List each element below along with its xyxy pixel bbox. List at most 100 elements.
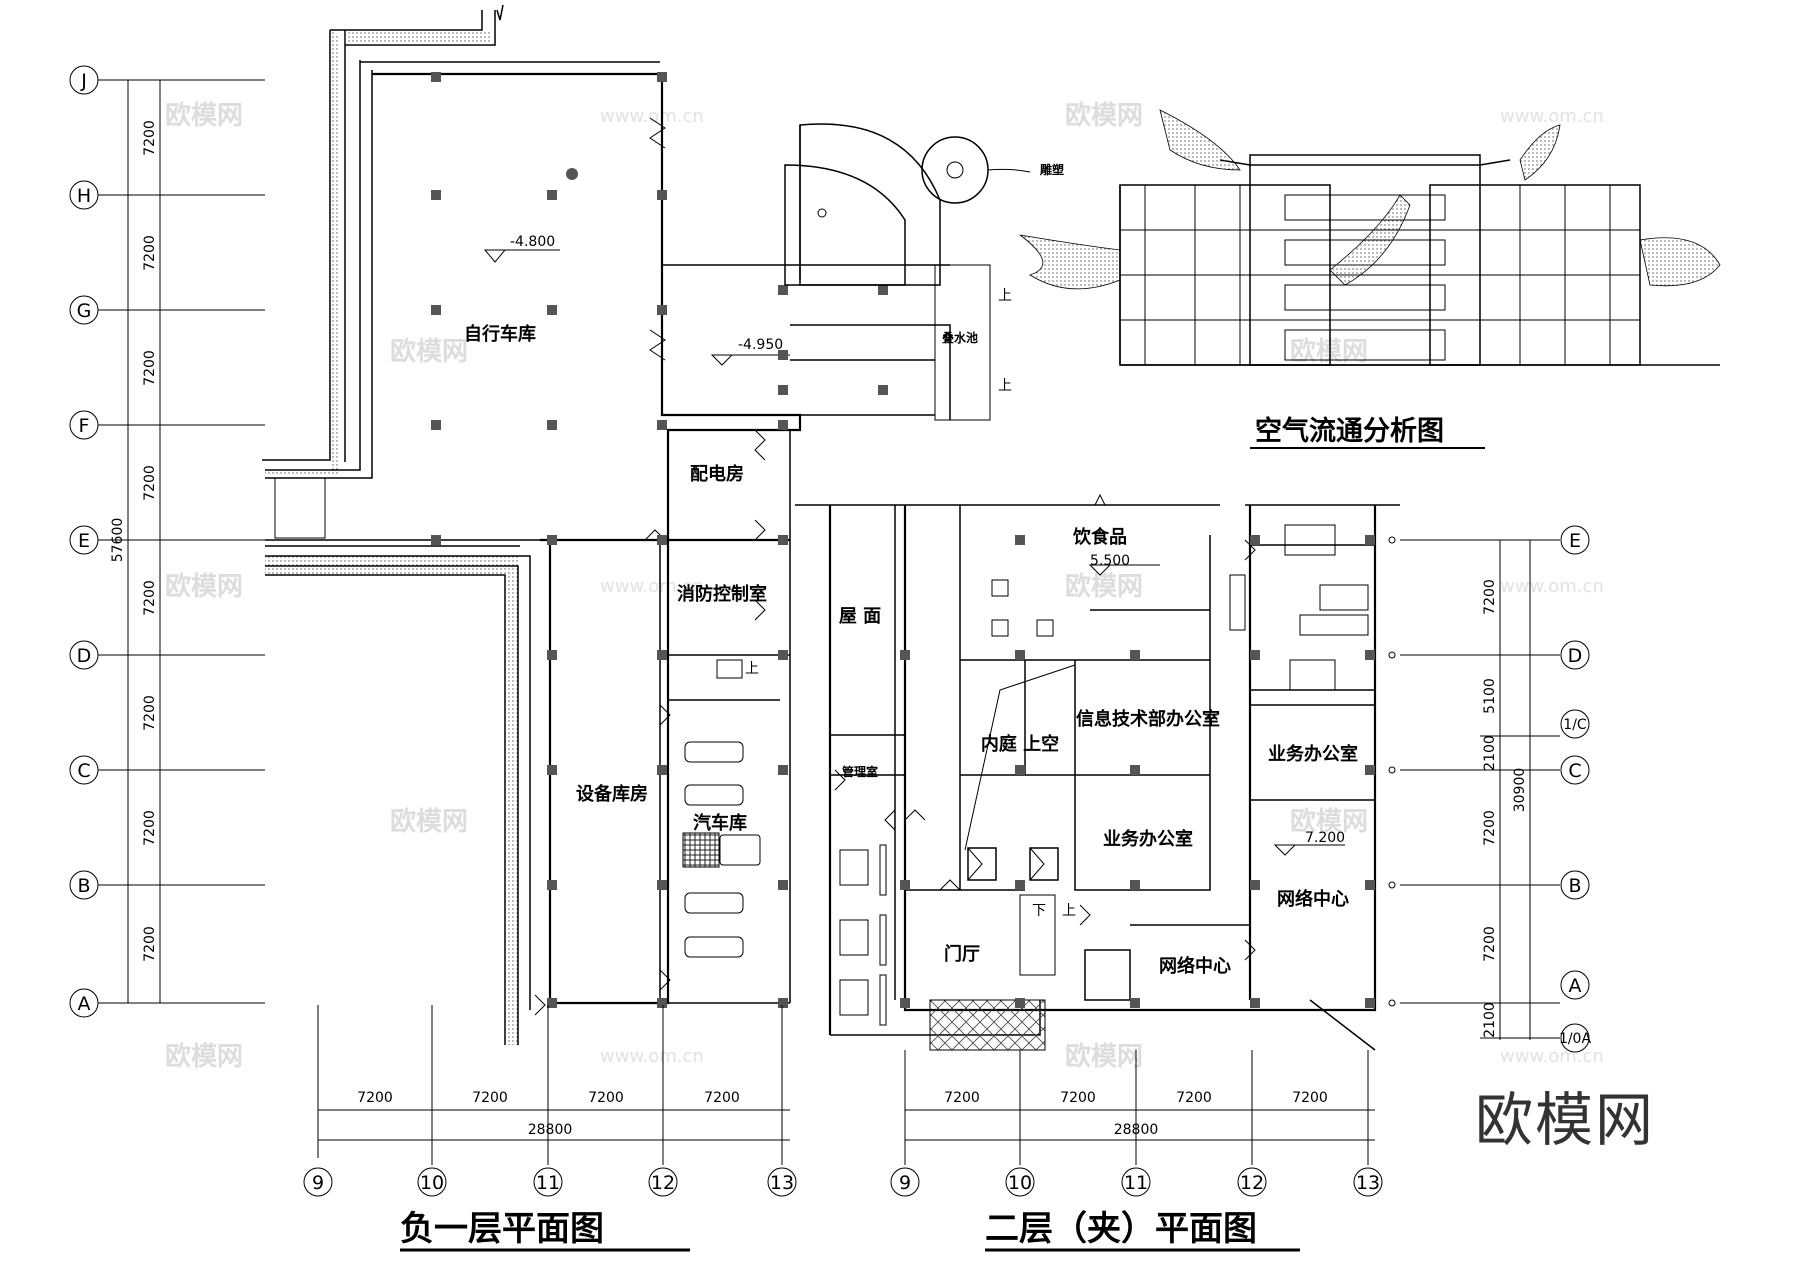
label-pool: 叠水池 [942, 330, 978, 345]
row-dim: 7200 [142, 120, 158, 156]
watermarks: 欧模网 www.om.cn 欧模网 www.om.cn 欧模网 欧模网 欧模网 … [165, 100, 1604, 1072]
watermark-url: www.om.cn [600, 106, 704, 127]
axis-label-11: 11 [536, 1172, 560, 1194]
axis-label-12: 12 [1240, 1172, 1264, 1194]
watermark-url: www.om.cn [1500, 576, 1604, 597]
room-car-garage: 汽车库 [693, 812, 747, 834]
stair-up-label: 上 [998, 378, 1012, 394]
col-total-dim: 28800 [528, 1122, 573, 1138]
col-dim: 7200 [944, 1090, 980, 1106]
axis-label-C: C [77, 760, 90, 782]
room-network-center: 网络中心 [1277, 888, 1349, 910]
axis-label-13: 13 [1356, 1172, 1380, 1194]
room-fire-control: 消防控制室 [677, 583, 767, 605]
room-business-office: 业务办公室 [1268, 743, 1358, 765]
watermark: 欧模网 [1065, 1041, 1143, 1072]
col-total-dim: 28800 [1114, 1122, 1159, 1138]
watermark: 欧模网 [165, 100, 243, 131]
elevation-label: 7.200 [1305, 830, 1345, 846]
watermark: 欧模网 [1290, 336, 1368, 367]
row-dim: 2100 [1482, 1002, 1498, 1038]
left-plan: J H G F E D C B A 7200 7200 7200 7200 72… [69, 4, 1064, 1045]
elevation-label: -4.800 [510, 234, 555, 250]
row-dim: 7200 [142, 695, 158, 731]
row-dim: 7200 [142, 465, 158, 501]
row-dim: 7200 [1482, 926, 1498, 962]
row-total-dim: 30900 [1512, 768, 1528, 813]
col-dim: 7200 [1060, 1090, 1096, 1106]
watermark-url: www.om.cn [1500, 1046, 1604, 1067]
row-dim: 7200 [1482, 810, 1498, 846]
axis-label-J: J [80, 70, 87, 92]
room-business-office: 业务办公室 [1103, 828, 1193, 850]
watermark: 欧模网 [165, 571, 243, 602]
stair-up-label: 上 [745, 661, 759, 677]
axis-label-F: F [79, 415, 90, 437]
right-plan: 屋 面 饮食品 管理室 内庭 上空 信息技术部办公室 业务办公室 业务办公室 网… [795, 493, 1400, 1051]
col-dim: 7200 [1292, 1090, 1328, 1106]
room-roof: 屋 面 [839, 606, 881, 627]
col-dim: 7200 [472, 1090, 508, 1106]
left-axis-lines [98, 79, 265, 1004]
axis-label-H: H [77, 185, 91, 207]
col-dim: 7200 [357, 1090, 393, 1106]
left-col-dims: 7200 7200 7200 7200 28800 9 10 11 12 13 [303, 1005, 797, 1197]
room-lobby: 门厅 [944, 943, 980, 965]
row-dim: 7200 [142, 350, 158, 386]
axis-label-A: A [1569, 975, 1582, 997]
room-food: 饮食品 [1072, 526, 1127, 548]
right-plan-title: 二层（夹）平面图 [985, 1209, 1257, 1249]
cars [682, 741, 761, 958]
watermark: 欧模网 [390, 806, 468, 837]
watermark: 欧模网 [1065, 100, 1143, 131]
watermark-url: www.om.cn [600, 576, 704, 597]
air-flow-section [1019, 109, 1721, 366]
watermark: 欧模网 [165, 1041, 243, 1072]
left-plan-title: 负一层平面图 [400, 1209, 604, 1249]
col-dim: 7200 [588, 1090, 624, 1106]
row-total-dim: 57600 [110, 518, 126, 563]
watermark-url: www.om.cn [1500, 106, 1604, 127]
left-row-axis-bubbles: J H G F E D C B A [69, 65, 99, 1018]
axis-label-B: B [1568, 875, 1581, 897]
axis-label-D: D [77, 645, 92, 667]
axis-label-A: A [78, 993, 91, 1015]
axis-label-10: 10 [1008, 1172, 1032, 1194]
right-columns [900, 535, 1375, 1008]
left-columns [431, 72, 788, 1008]
watermark: 欧模网 [1290, 806, 1368, 837]
room-it-office: 信息技术部办公室 [1076, 708, 1220, 730]
axis-label-9: 9 [312, 1172, 324, 1194]
axis-label-11: 11 [1124, 1172, 1148, 1194]
watermark: 欧模网 [1065, 571, 1143, 602]
axis-label-G: G [77, 300, 92, 322]
col-dim: 7200 [1176, 1090, 1212, 1106]
stair-up-label: 上 [998, 288, 1012, 304]
stair-up-label: 上 [1062, 903, 1076, 919]
axis-label-13: 13 [770, 1172, 794, 1194]
axis-label-B: B [77, 875, 90, 897]
col-dim: 7200 [704, 1090, 740, 1106]
row-dim: 7200 [142, 810, 158, 846]
axis-label-E: E [1569, 530, 1581, 552]
left-row-dims: 7200 7200 7200 7200 7200 7200 7200 7200 … [110, 120, 158, 962]
axis-label-9: 9 [899, 1172, 911, 1194]
brand-logo: 欧模网 [1475, 1086, 1655, 1154]
room-network-center: 网络中心 [1159, 955, 1231, 977]
row-dim: 7200 [142, 235, 158, 271]
room-management: 管理室 [842, 764, 878, 779]
watermark: 欧模网 [390, 336, 468, 367]
row-dim: 7200 [142, 926, 158, 962]
axis-label-E: E [78, 530, 90, 552]
elevation-label: -4.950 [738, 337, 783, 353]
section-title: 空气流通分析图 [1255, 415, 1444, 447]
room-inner-court: 内庭 上空 [981, 733, 1059, 755]
elevation-label: 5.500 [1090, 553, 1130, 569]
row-dim: 7200 [1482, 579, 1498, 615]
row-dim: 2100 [1482, 735, 1498, 771]
label-sculpture: 雕塑 [1040, 162, 1064, 177]
row-dim: 7200 [142, 580, 158, 616]
axis-label-1-0A: 1/0A [1559, 1031, 1592, 1047]
stair-down-label: 下 [1032, 903, 1046, 919]
room-power: 配电房 [690, 463, 744, 485]
